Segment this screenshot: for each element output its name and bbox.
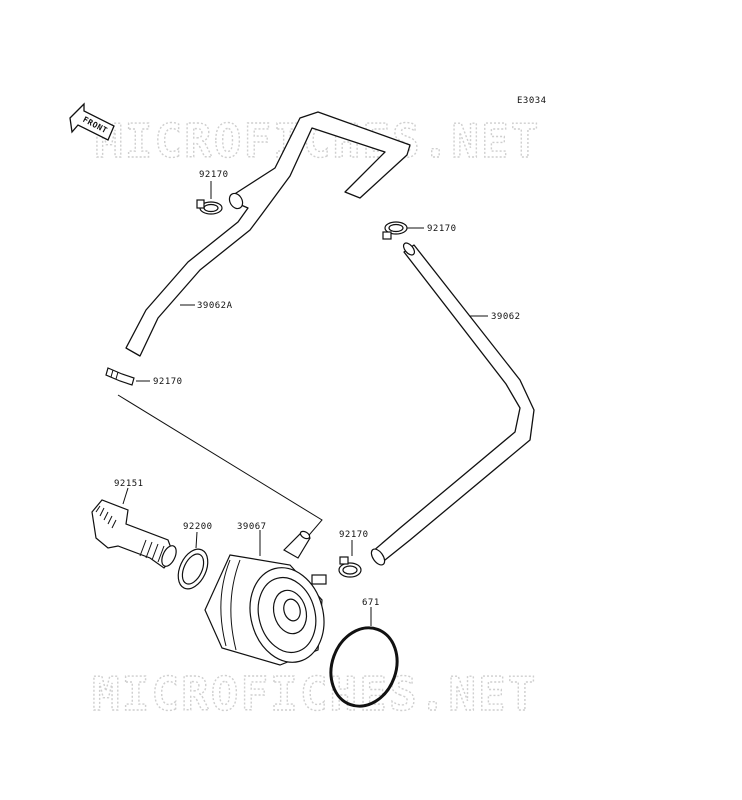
o-ring: 671	[329, 598, 399, 708]
clamp-lower: 92170	[338, 530, 369, 578]
watermark-bottom: MICROFICHES.NET	[92, 667, 537, 721]
clamp-upper-right: 92170	[382, 221, 457, 240]
oil-cooler: 39067	[204, 522, 327, 666]
label-fitting: 92151	[114, 479, 144, 489]
clamp-upper-left: 92170	[196, 170, 229, 215]
label-clamp-lower: 92170	[339, 530, 369, 540]
fitting: 92151	[91, 479, 177, 569]
clamp-small: 92170	[105, 367, 183, 387]
label-gasket: 92200	[183, 522, 213, 532]
gasket: 92200	[177, 522, 213, 590]
label-hose-right: 39062	[491, 312, 521, 322]
hose-left	[125, 111, 411, 357]
label-clamp-upper-left: 92170	[199, 170, 229, 180]
diagram-code: E3034	[517, 96, 547, 106]
front-arrow-icon: FRONT	[69, 102, 115, 141]
hose-right	[370, 242, 535, 566]
label-o-ring: 671	[362, 598, 380, 608]
label-clamp-upper-right: 92170	[427, 224, 457, 234]
leader-line	[117, 394, 323, 549]
label-clamp-small: 92170	[153, 377, 183, 387]
label-hose-left: 39062A	[197, 301, 233, 311]
label-oil-cooler: 39067	[237, 522, 267, 532]
